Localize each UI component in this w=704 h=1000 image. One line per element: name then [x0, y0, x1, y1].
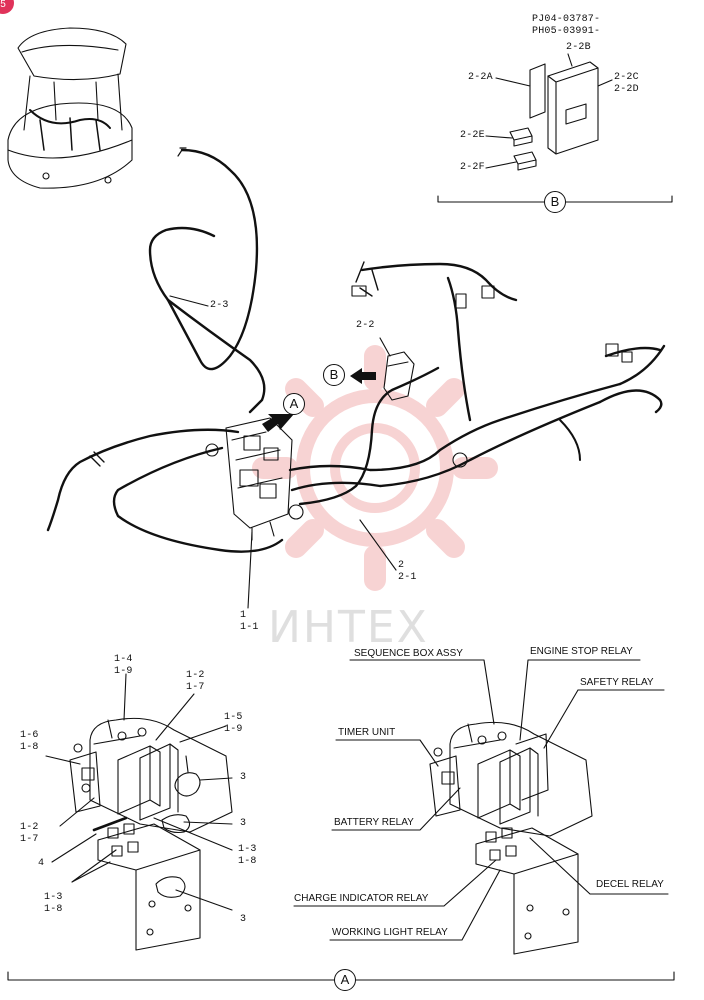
part-1-9-a: 1-9 [114, 666, 133, 677]
part-1-8-c: 1-8 [44, 904, 63, 915]
part-1-7-b: 1-7 [20, 834, 39, 845]
part-1-3-a: 1-3 [238, 844, 257, 855]
page-marker: 5 [0, 0, 14, 14]
view-marker-a-frame: A [334, 969, 356, 991]
callout-safety-relay: SAFETY RELAY [580, 677, 654, 688]
part-1: 1 [240, 610, 247, 621]
callout-working-light-relay: WORKING LIGHT RELAY [332, 927, 448, 938]
view-marker-b-arrow: B [323, 364, 345, 386]
part-1-8-b: 1-8 [238, 856, 257, 867]
part-1-1: 1-1 [240, 622, 259, 633]
part-1-8-a: 1-8 [20, 742, 39, 753]
part-1-2-b: 1-2 [20, 822, 39, 833]
part-1-3-b: 1-3 [44, 892, 63, 903]
callout-timer-unit: TIMER UNIT [338, 727, 396, 738]
inset-b-relay-exploded [437, 53, 673, 203]
part-3-c: 3 [240, 914, 247, 925]
watermark: ИНТЕХ [268, 602, 429, 653]
callout-decel-relay: DECEL RELAY [596, 879, 664, 890]
part-2-3: 2-3 [210, 300, 229, 311]
part-2-2a: 2-2A [468, 72, 493, 83]
part-2-2d: 2-2D [614, 84, 639, 95]
view-marker-b-inset: B [544, 191, 566, 213]
callout-engine-stop-relay: ENGINE STOP RELAY [530, 646, 633, 657]
part-2: 2 [398, 560, 405, 571]
part-2-1: 2-1 [398, 572, 417, 583]
part-3-b: 3 [240, 818, 247, 829]
detail-a-numbered-view [45, 673, 233, 951]
view-marker-a-arrow: A [283, 393, 305, 415]
callout-battery-relay: BATTERY RELAY [334, 817, 414, 828]
part-1-7-a: 1-7 [186, 682, 205, 693]
main-wiring-harness [46, 147, 666, 609]
part-2-2c: 2-2C [614, 72, 639, 83]
callout-sequence-box: SEQUENCE BOX ASSY [354, 648, 463, 659]
part-4: 4 [38, 858, 45, 869]
part-2-2e: 2-2E [460, 130, 485, 141]
part-2-2b: 2-2B [566, 42, 591, 53]
part-1-4: 1-4 [114, 654, 133, 665]
part-2-2f: 2-2F [460, 162, 485, 173]
detail-a-named-view [293, 659, 669, 955]
callout-charge-indicator-relay: CHARGE INDICATOR RELAY [294, 893, 429, 904]
part-2-2: 2-2 [356, 320, 375, 331]
machine-overview-thumbnail [7, 27, 133, 189]
serial-range-2: PH05-03991- [532, 26, 601, 37]
part-1-2-a: 1-2 [186, 670, 205, 681]
part-1-9-b: 1-9 [224, 724, 243, 735]
detail-a-frame [7, 971, 675, 981]
part-1-5: 1-5 [224, 712, 243, 723]
serial-range-1: PJ04-03787- [532, 14, 601, 25]
part-1-6: 1-6 [20, 730, 39, 741]
part-3-a: 3 [240, 772, 247, 783]
